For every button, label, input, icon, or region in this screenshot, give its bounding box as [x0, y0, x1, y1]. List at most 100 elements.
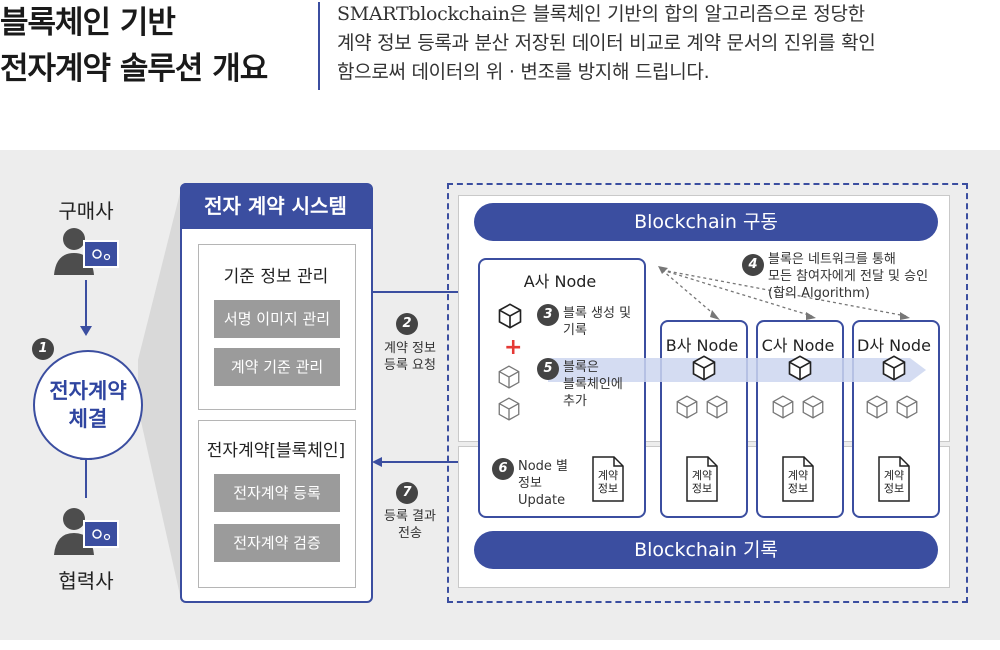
new-block-icon	[498, 303, 522, 329]
step-3-line-2: 기록	[563, 323, 587, 338]
network-graphics: +	[498, 266, 926, 421]
buyer-icon	[54, 228, 119, 275]
step-6-line-3: Update	[518, 493, 566, 508]
arrow-to-d-head	[900, 312, 910, 320]
funnel-shape	[138, 185, 182, 604]
chain-block-icon-1	[498, 365, 520, 389]
step-2-line-2: 등록 요청	[384, 358, 436, 373]
step-1-badge: 1	[32, 338, 54, 360]
node-b-contract-doc: 계약 정보	[686, 456, 718, 502]
node-c-block-icon	[788, 355, 812, 381]
partner-label: 협력사	[58, 569, 114, 593]
chain-block-icon-2	[498, 397, 520, 421]
step-7-line-1: 등록 결과	[384, 509, 436, 524]
standard-info-title: 기준 정보 관리	[223, 267, 329, 287]
step-5-line-1: 블록은	[563, 360, 599, 375]
doc-line-1: 계약	[597, 469, 619, 482]
propagation-band	[548, 358, 926, 382]
node-c-title: C사 Node	[761, 336, 835, 355]
doc-text: 계약 정보	[878, 469, 910, 495]
doc-line-2: 정보	[597, 482, 619, 495]
node-b-chain-icon-2	[706, 395, 728, 419]
arrow-to-c-head	[806, 312, 816, 320]
step-7-line-2: 전송	[398, 526, 422, 541]
description: SMARTblockchain은 블록체인 기반의 합의 알고리즘으로 정당한 …	[337, 0, 997, 87]
blockchain-record-bar: Blockchain 기록	[474, 531, 938, 569]
desc-line-2: 계약 정보 등록과 분산 저장된 데이터 비교로 계약 문서의 진위를 확인	[337, 32, 876, 54]
document-icon	[782, 456, 814, 502]
arrow-to-c	[661, 269, 813, 317]
broadcast-arrows	[661, 269, 907, 317]
arrow-to-d	[661, 269, 907, 317]
blockchain-area	[447, 183, 968, 603]
contract-register-button[interactable]: 전자계약 등록	[214, 474, 340, 512]
node-a-contract-doc: 계약 정보	[592, 456, 624, 502]
doc-text: 계약 정보	[782, 469, 814, 495]
node-b-block-icon	[692, 355, 716, 381]
node-d-title: D사 Node	[857, 336, 931, 355]
step-3-line-1: 블록 생성 및	[563, 306, 632, 321]
doc-line-2: 정보	[883, 482, 905, 495]
node-d-chain-icon-2	[896, 395, 918, 419]
node-d-chain-icon-1	[866, 395, 888, 419]
desc-line-1: SMARTblockchain은 블록체인 기반의 합의 알고리즘으로 정당한	[337, 0, 997, 29]
doc-text: 계약 정보	[686, 469, 718, 495]
step-3-label: 블록 생성 및 기록	[563, 305, 643, 339]
step-4-label: 블록은 네트워크를 통해 모든 참여자에게 전달 및 승인 (합의 Algori…	[768, 251, 958, 302]
arrow-to-b	[661, 269, 717, 317]
step-7-label: 등록 결과 전송	[380, 508, 440, 542]
doc-line-1: 계약	[691, 469, 713, 482]
doc-line-1: 계약	[787, 469, 809, 482]
brand-name: SMARTblockchain	[337, 3, 510, 25]
step-4-line-1: 블록은 네트워크를 통해	[768, 252, 896, 267]
step-4-badge: 4	[742, 254, 764, 276]
contract-system-title: 전자 계약 시스템	[180, 183, 371, 229]
page-title: 블록체인 기반 전자계약 솔루션 개요	[0, 0, 305, 92]
node-b-chain-icon-1	[676, 395, 698, 419]
title-line-1: 블록체인 기반	[0, 5, 176, 41]
step-3-badge: 3	[537, 304, 559, 326]
desc-line-1-text: 은 블록체인 기반의 합의 알고리즘으로 정당한	[509, 3, 865, 25]
buyer-label: 구매사	[58, 199, 114, 223]
diagram-connectors	[80, 185, 480, 604]
node-d-block-icon	[882, 355, 906, 381]
doc-line-2: 정보	[691, 482, 713, 495]
doc-line-2: 정보	[787, 482, 809, 495]
plus-icon: +	[504, 335, 522, 360]
node-c-contract-doc: 계약 정보	[782, 456, 814, 502]
partner-icon	[54, 508, 119, 555]
node-a-title: A사 Node	[523, 272, 597, 291]
step-4-line-2: 모든 참여자에게 전달 및 승인	[768, 269, 929, 284]
step-2-line-1: 계약 정보	[384, 341, 436, 356]
blockchain-run-bar: Blockchain 구동	[474, 203, 938, 241]
step-6-label: Node 별 정보 Update	[518, 458, 578, 509]
signature-image-button[interactable]: 서명 이미지 관리	[214, 300, 340, 338]
doc-line-1: 계약	[883, 469, 905, 482]
doc-text: 계약 정보	[592, 469, 624, 495]
header-divider	[318, 2, 320, 90]
node-d-contract-doc: 계약 정보	[878, 456, 910, 502]
blockchain-contract-title: 전자계약[블록체인]	[206, 441, 346, 461]
step-5-badge: 5	[537, 358, 559, 380]
broadcast-origin-head	[658, 266, 668, 274]
result-arrow-head	[372, 457, 382, 467]
contract-line-1: 전자계약	[49, 379, 127, 403]
step-6-badge: 6	[492, 458, 514, 480]
buyer-arrow-head	[80, 326, 92, 336]
document-icon	[686, 456, 718, 502]
node-c-chain-icon-1	[772, 395, 794, 419]
step-5-line-2: 블록체인에	[563, 377, 623, 392]
step-6-line-1: Node 별	[518, 459, 569, 474]
step-7-badge: 7	[396, 482, 418, 504]
arrow-to-b-head	[710, 310, 720, 320]
contract-standard-button[interactable]: 계약 기준 관리	[214, 348, 340, 386]
contract-line-2: 체결	[68, 407, 108, 431]
step-2-label: 계약 정보 등록 요청	[380, 340, 440, 374]
node-b-title: B사 Node	[665, 336, 739, 355]
contract-verify-button[interactable]: 전자계약 검증	[214, 524, 340, 562]
step-4-line-3: (합의 Algorithm)	[768, 286, 870, 301]
step-5-line-3: 추가	[563, 394, 587, 409]
desc-line-3: 함으로써 데이터의 위 · 변조를 방지해 드립니다.	[337, 61, 710, 83]
contract-circle: 전자계약 체결	[33, 350, 143, 460]
document-icon	[592, 456, 624, 502]
